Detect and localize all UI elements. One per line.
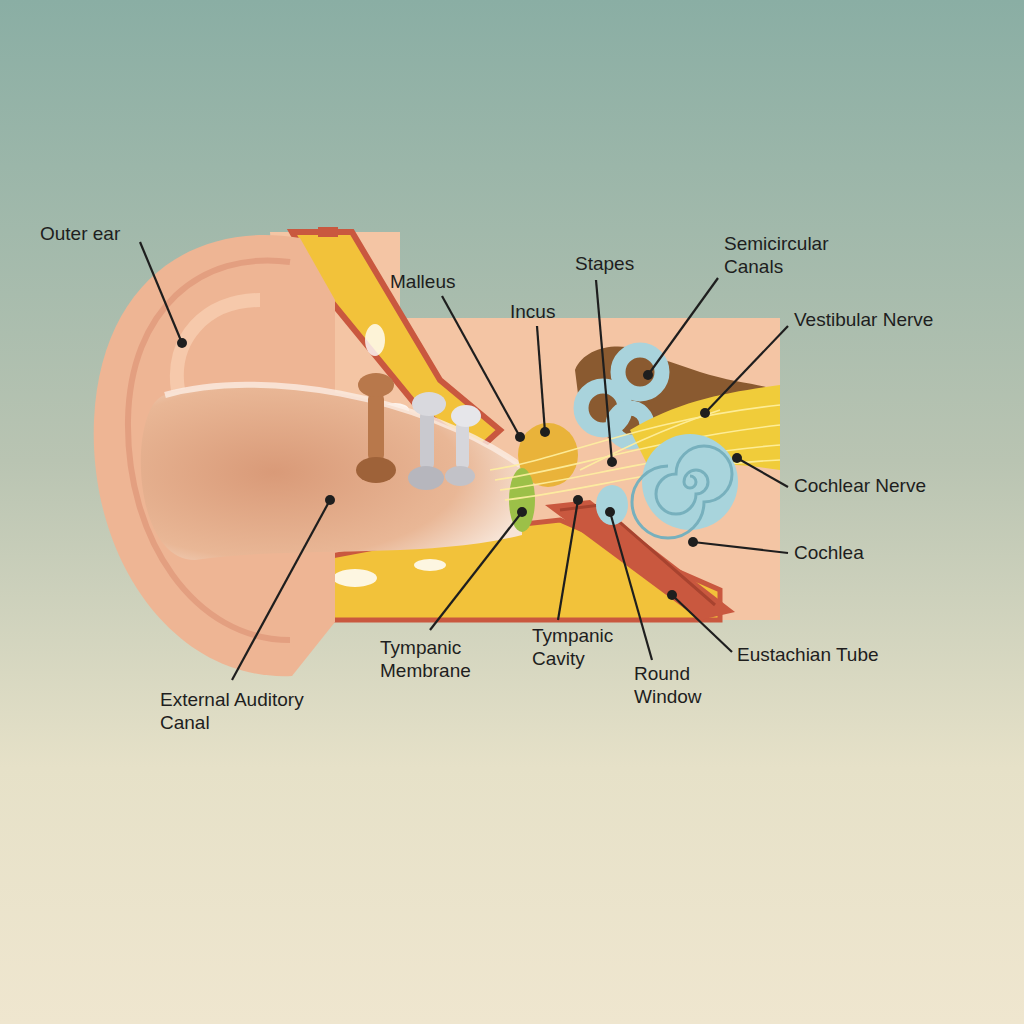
ossicle <box>445 405 481 486</box>
ossicle <box>408 392 446 490</box>
ossicle <box>356 373 396 483</box>
part-label: Stapes <box>575 252 685 275</box>
part-label: Outer ear <box>40 222 180 245</box>
part-label: External Auditory Canal <box>160 688 310 734</box>
part-label: Cochlea <box>794 541 994 564</box>
ear-canal <box>141 385 522 560</box>
part-label: Tympanic Membrane <box>380 636 500 682</box>
part-label: Round Window <box>634 662 714 708</box>
part-label: Tympanic Cavity <box>532 624 632 670</box>
part-label: Eustachian Tube <box>737 643 957 666</box>
part-label: Cochlear Nerve <box>794 474 994 497</box>
leader-dots <box>177 338 742 600</box>
part-label: Semicircular Canals <box>724 232 864 278</box>
part-label: Vestibular Nerve <box>794 308 994 331</box>
leader-lines <box>140 242 788 680</box>
part-label: Incus <box>510 300 600 323</box>
part-label: Malleus <box>390 270 510 293</box>
